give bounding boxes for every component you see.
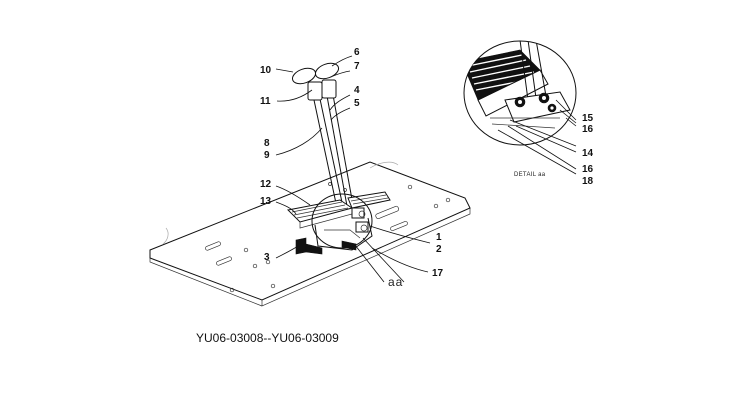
pedal-assembly: [286, 191, 391, 255]
drawing-number: YU06-03008--YU06-03009: [196, 331, 339, 345]
floor-plate: [149, 161, 471, 307]
control-lever-assembly: [307, 79, 354, 209]
callout-3: 3: [264, 252, 270, 263]
callout-2: 2: [436, 244, 442, 255]
callout-11: 11: [260, 96, 271, 107]
detail-callout-16-lower: 16: [582, 164, 594, 175]
callout-9: 9: [264, 150, 270, 161]
callout-12: 12: [260, 179, 272, 190]
detail-callout-14: 14: [582, 148, 594, 159]
detail-callout-16: 16: [582, 124, 594, 135]
callout-4: 4: [354, 85, 360, 96]
detail-view-marker: aa: [388, 275, 403, 289]
lever-knob-right: [314, 62, 340, 80]
callout-10: 10: [260, 65, 272, 76]
callout-5: 5: [354, 98, 360, 109]
callout-17: 17: [432, 268, 444, 279]
callout-7: 7: [354, 61, 360, 72]
callout-1: 1: [436, 232, 442, 243]
detail-caption: DETAIL aa: [514, 172, 546, 178]
main-callouts: [275, 55, 431, 273]
detail-callout-15: 15: [582, 113, 594, 124]
callout-8: 8: [264, 138, 270, 149]
detail-view-aa: [463, 40, 577, 175]
detail-circle-aa: [311, 193, 405, 283]
detail-callout-18: 18: [582, 176, 594, 187]
callout-13: 13: [260, 196, 272, 207]
callout-6: 6: [354, 47, 360, 58]
